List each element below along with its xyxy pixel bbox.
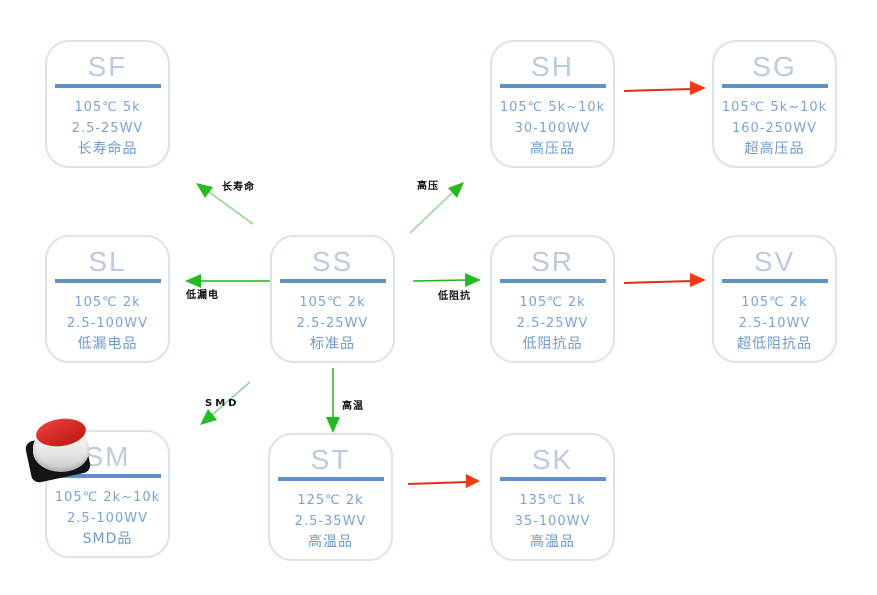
series-spec-voltage: 2.5-25WV <box>296 316 369 331</box>
series-box-sm: SM 105℃ 2k~10k 2.5-100WV SMD品 <box>45 430 170 558</box>
series-title: SH <box>531 51 574 82</box>
arrow-label-low-impedance: 低阻抗 <box>438 291 471 302</box>
series-title: SM <box>84 441 131 472</box>
title-underline <box>499 477 606 481</box>
series-category: 低漏电品 <box>77 336 138 352</box>
arrow-label-low-leakage: 低漏电 <box>186 290 219 301</box>
series-box-sg: SG 105℃ 5k~10k 160-250WV 超高压品 <box>712 40 837 168</box>
series-box-sl: SL 105℃ 2k 2.5-100WV 低漏电品 <box>45 235 170 363</box>
series-box-ss: SS 105℃ 2k 2.5-25WV 标准品 <box>270 235 395 363</box>
series-spec-voltage: 2.5-100WV <box>67 511 148 526</box>
title-underline <box>721 84 828 88</box>
series-spec-voltage: 160-250WV <box>731 121 818 136</box>
arrow-label-high-temp: 高温 <box>342 401 364 412</box>
series-spec-rating: 105℃ 2k <box>299 295 366 310</box>
series-spec-rating: 135℃ 1k <box>519 493 586 508</box>
series-box-sr: SR 105℃ 2k 2.5-25WV 低阻抗品 <box>490 235 615 363</box>
series-spec-rating: 105℃ 2k~10k <box>54 490 161 505</box>
series-title: SL <box>88 246 127 277</box>
series-category: 超低阻抗品 <box>737 336 812 352</box>
series-spec-voltage: 2.5-25WV <box>516 316 589 331</box>
series-spec-voltage: 2.5-35WV <box>294 514 367 529</box>
title-underline <box>277 477 384 481</box>
arrow-ss-to-st <box>326 368 340 433</box>
series-title: SV <box>753 246 796 277</box>
series-category: SMD品 <box>82 531 133 547</box>
series-box-sh: SH 105℃ 5k~10k 30-100WV 高压品 <box>490 40 615 168</box>
title-underline <box>279 279 386 283</box>
series-box-sf: SF 105℃ 5k 2.5-25WV 长寿命品 <box>45 40 170 168</box>
title-underline <box>54 474 161 478</box>
arrow-label-high-voltage: 高压 <box>417 181 439 192</box>
series-box-sv: SV 105℃ 2k 2.5-10WV 超低阻抗品 <box>712 235 837 363</box>
arrow-label-smd: SMD <box>205 398 240 409</box>
series-category: 高温品 <box>308 534 353 550</box>
series-title: ST <box>310 444 351 475</box>
series-title: SF <box>87 51 128 82</box>
arrow-st-to-sk <box>407 474 480 488</box>
series-category: 长寿命品 <box>77 141 138 157</box>
series-spec-rating: 105℃ 2k <box>519 295 586 310</box>
series-spec-voltage: 35-100WV <box>514 514 591 529</box>
title-underline <box>499 279 606 283</box>
series-category: 低阻抗品 <box>522 336 583 352</box>
title-underline <box>54 279 161 283</box>
arrow-sr-to-sv <box>623 273 706 287</box>
arrow-sh-to-sg <box>623 81 706 95</box>
series-spec-rating: 105℃ 2k <box>741 295 808 310</box>
series-spec-voltage: 2.5-10WV <box>738 316 811 331</box>
series-spec-voltage: 2.5-25WV <box>71 121 144 136</box>
series-spec-rating: 105℃ 5k <box>74 100 141 115</box>
series-title: SS <box>311 246 354 277</box>
series-box-st: ST 125℃ 2k 2.5-35WV 高温品 <box>268 433 393 561</box>
series-title: SG <box>752 51 797 82</box>
series-spec-rating: 125℃ 2k <box>297 493 364 508</box>
series-spec-rating: 105℃ 5k~10k <box>721 100 828 115</box>
series-category: 标准品 <box>310 336 355 352</box>
series-category: 超高压品 <box>744 141 805 157</box>
series-category: 高温品 <box>530 534 575 550</box>
title-underline <box>721 279 828 283</box>
series-category: 高压品 <box>530 141 575 157</box>
series-title: SK <box>531 444 574 475</box>
series-spec-voltage: 30-100WV <box>514 121 591 136</box>
series-spec-rating: 105℃ 5k~10k <box>499 100 606 115</box>
series-title: SR <box>531 246 574 277</box>
title-underline <box>54 84 161 88</box>
arrow-label-long-life: 长寿命 <box>222 182 255 193</box>
series-spec-voltage: 2.5-100WV <box>67 316 148 331</box>
series-box-sk: SK 135℃ 1k 35-100WV 高温品 <box>490 433 615 561</box>
arrow-ss-to-sr <box>412 273 481 287</box>
series-spec-rating: 105℃ 2k <box>74 295 141 310</box>
title-underline <box>499 84 606 88</box>
